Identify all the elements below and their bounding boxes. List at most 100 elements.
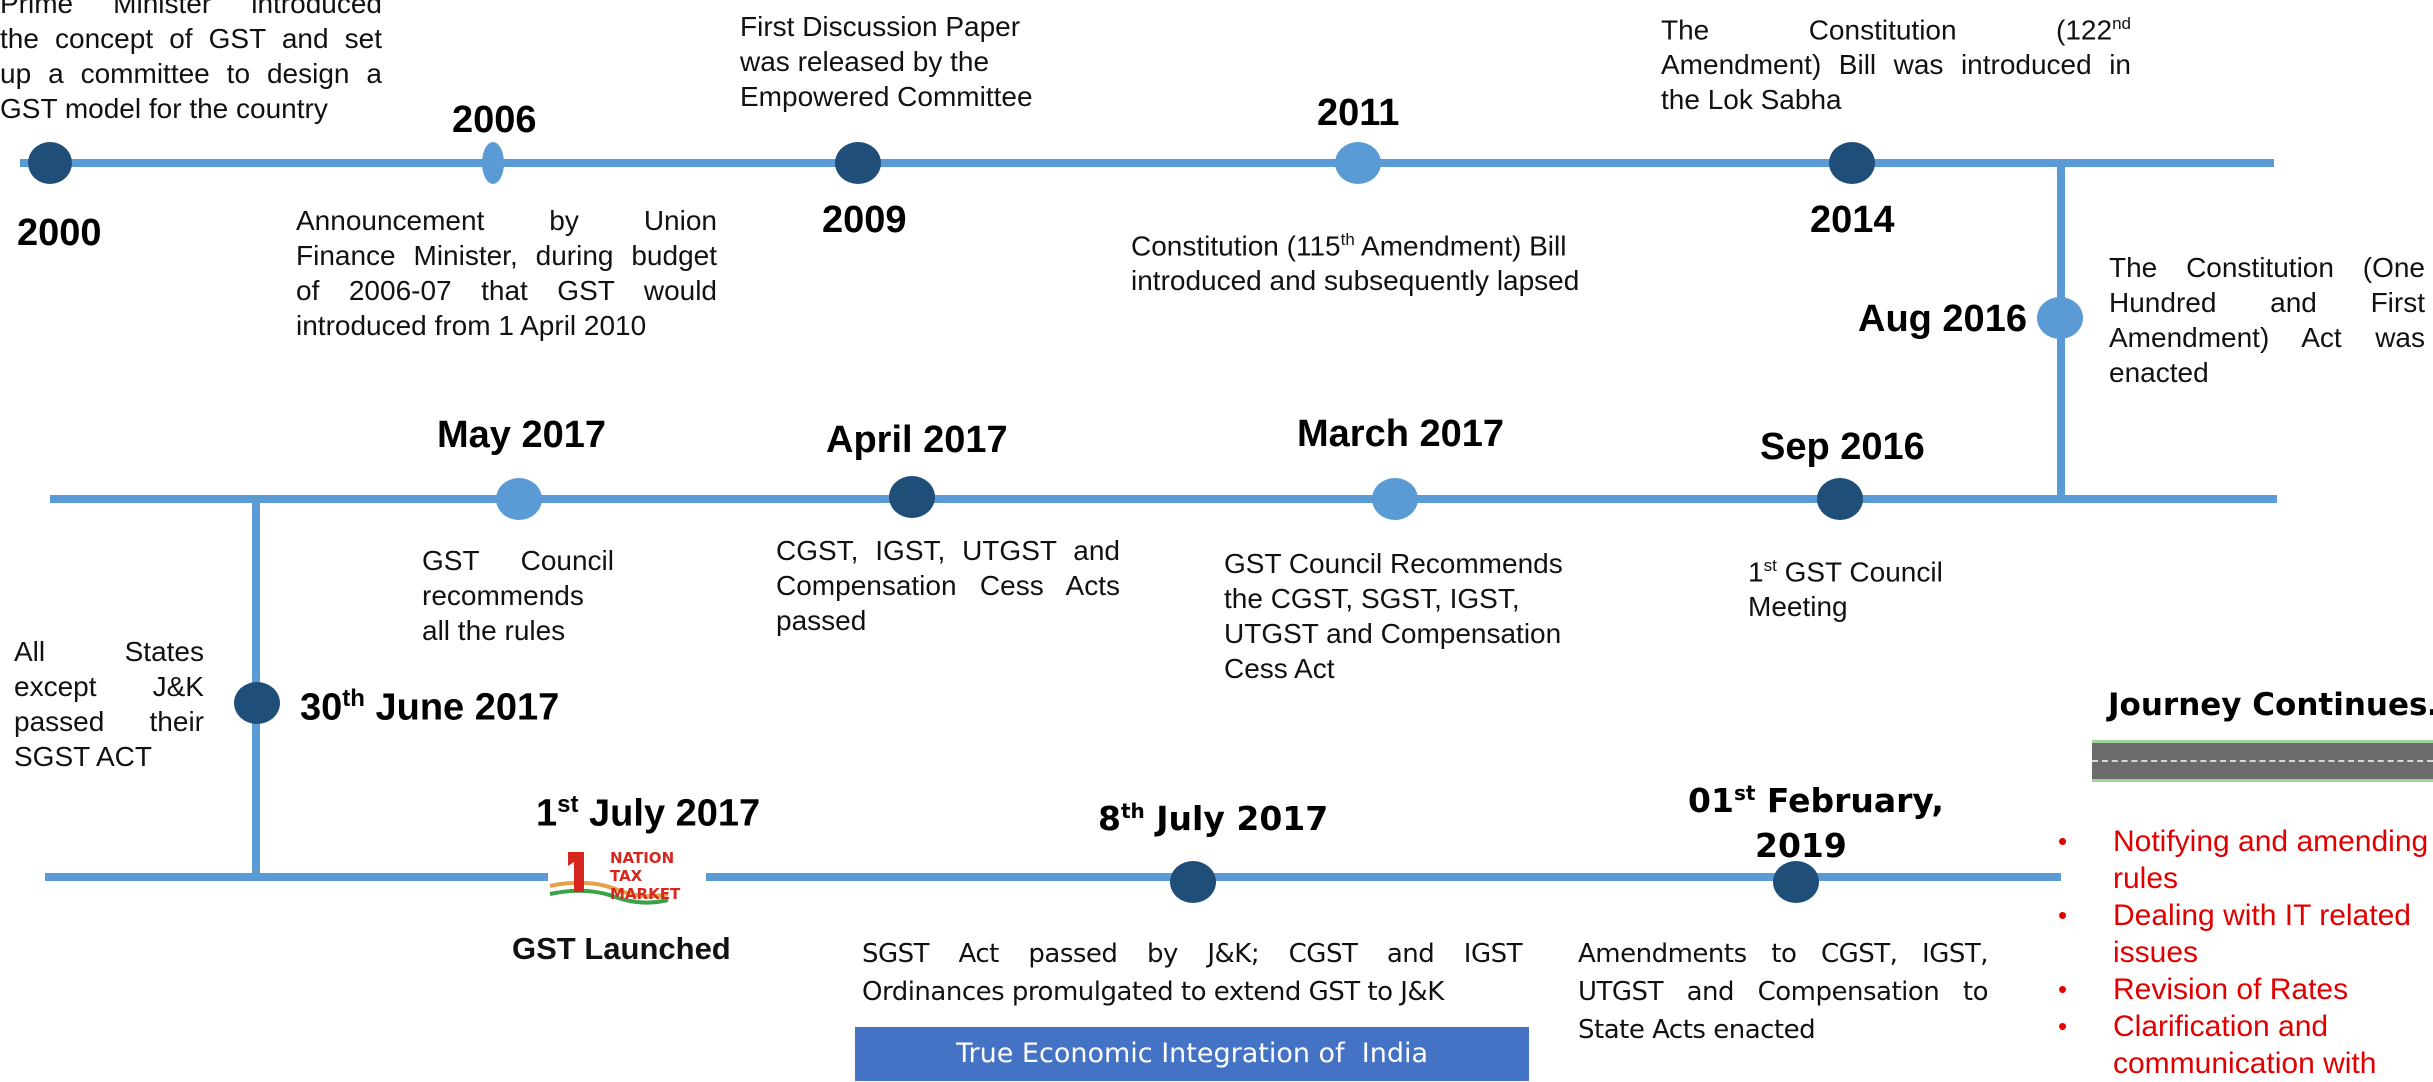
- node-aug-2016: [2037, 297, 2083, 339]
- journey-list: Notifying and amending rules Dealing wit…: [2046, 823, 2433, 1082]
- year-march-2017: March 2017: [1297, 413, 1505, 455]
- year-1-july-2017: 1st July 2017: [536, 791, 761, 835]
- journey-list-item-continued: issues: [2113, 936, 2199, 969]
- logo-graphic: [549, 852, 669, 905]
- node-march-2017: [1372, 478, 1418, 520]
- event-may-2017-line: recommends: [422, 580, 584, 611]
- node-2011: [1335, 142, 1381, 184]
- node-2014: [1829, 142, 1875, 184]
- event-aug-2016-line: Hundred and First: [2109, 287, 2425, 318]
- event-may-2017-description: GST Council recommends all the rules: [422, 543, 614, 648]
- event-30-june-2017-line: except J&K: [14, 671, 204, 702]
- event-2009-line: was released by the: [740, 46, 990, 77]
- event-30-june-2017-line: All States: [14, 636, 204, 667]
- event-30-june-2017-description: All States except J&K passed their SGST …: [14, 634, 204, 774]
- event-2014-description: The Constitution (122nd Amendment) Bill …: [1661, 6, 2131, 117]
- event-march-2017-line: UTGST and Compensation: [1224, 618, 1562, 649]
- year-feb-2019: 01st February,: [1688, 781, 1944, 820]
- event-sep-2016-description: 1st GST Council Meeting: [1748, 548, 2008, 624]
- node-2000: [28, 142, 72, 184]
- superscript: nd: [2112, 14, 2131, 33]
- node-8-july-2017: [1170, 861, 1216, 903]
- timeline-row1-line: [20, 159, 2274, 167]
- node-april-2017: [889, 476, 935, 518]
- event-2014-line: The Constitution (122nd: [1661, 14, 2131, 46]
- journey-list-item: Dealing with IT related: [2046, 897, 2433, 934]
- node-30-june-2017: [234, 682, 280, 724]
- event-april-2017-line: passed: [776, 605, 867, 636]
- year-8-july-2017: 8th July 2017: [1098, 799, 1329, 838]
- event-8-july-2017-line: SGST Act passed by J&K; CGST and IGST: [862, 939, 1523, 969]
- year-may-2017: May 2017: [437, 414, 607, 456]
- event-april-2017-description: CGST, IGST, UTGST and Compensation Cess …: [776, 533, 1120, 638]
- event-2000-description: Prime Minister introduced the concept of…: [0, 0, 382, 126]
- year-30-june-2017: 30th June 2017: [300, 685, 560, 729]
- event-aug-2016-description: The Constitution (One Hundred and First …: [2109, 250, 2425, 390]
- node-2009: [835, 142, 881, 184]
- year-2009: 2009: [822, 199, 907, 241]
- journey-list-item: Notifying and amending: [2046, 823, 2433, 860]
- year-2011: 2011: [1317, 92, 1400, 134]
- event-30-june-2017-line: passed their: [14, 706, 204, 737]
- event-2009-description: First Discussion Paper was released by t…: [740, 9, 1100, 114]
- event-2014-line: the Lok Sabha: [1661, 84, 1842, 116]
- event-2009-line: Empowered Committee: [740, 81, 1033, 112]
- true-economic-integration-banner: True Economic Integration of India: [855, 1027, 1529, 1081]
- one-nation-tax-market-logo: NATION TAX MARKET: [548, 848, 706, 908]
- event-2000-line: up a committee to design a: [0, 58, 382, 89]
- event-2009-line: First Discussion Paper: [740, 11, 1021, 42]
- superscript: th: [1120, 799, 1145, 823]
- journey-list-item-continued: communication with: [2113, 1047, 2377, 1080]
- year-2006: 2006: [452, 99, 537, 141]
- event-2006-line: of 2006-07 that GST would: [296, 275, 717, 306]
- event-2006-description: Announcement by Union Finance Minister, …: [296, 203, 717, 343]
- event-2006-line: Finance Minister, during budget: [296, 240, 717, 271]
- event-2000-line: Prime Minister introduced: [0, 0, 382, 19]
- event-feb-2019-line: Amendments to CGST, IGST,: [1578, 939, 1989, 969]
- node-sep-2016: [1817, 478, 1863, 520]
- year-sep-2016: Sep 2016: [1760, 426, 1925, 468]
- superscript: st: [1733, 781, 1756, 805]
- event-sep-2016-line: Meeting: [1748, 591, 1848, 623]
- journey-continues-title: Journey Continues…: [2108, 687, 2433, 723]
- road-lane-marking: [2092, 760, 2433, 764]
- event-feb-2019-line: UTGST and Compensation to: [1578, 977, 1989, 1007]
- node-2006: [482, 142, 504, 184]
- gst-launched-caption: GST Launched: [512, 931, 731, 966]
- superscript: th: [1340, 230, 1355, 249]
- event-sep-2016-line: 1st GST Council: [1748, 556, 1943, 588]
- logo-text-line3: MARKET: [610, 885, 681, 903]
- event-2000-line: the concept of GST and set: [0, 23, 382, 54]
- event-8-july-2017-description: SGST Act passed by J&K; CGST and IGST Or…: [862, 935, 1523, 1011]
- node-may-2017: [496, 478, 542, 520]
- logo-text-line1: NATION: [610, 849, 675, 867]
- timeline-row3-line: [45, 873, 2061, 881]
- year-2014: 2014: [1810, 199, 1895, 241]
- journey-list-item: Clarification and: [2046, 1008, 2433, 1045]
- event-march-2017-description: GST Council Recommends the CGST, SGST, I…: [1224, 546, 1604, 686]
- journey-list-item-continued: rules: [2113, 862, 2179, 895]
- event-march-2017-line: Cess Act: [1224, 653, 1335, 684]
- superscript: th: [342, 685, 365, 712]
- road-image: [2092, 740, 2433, 782]
- node-feb-2019: [1773, 861, 1819, 903]
- event-2011-description: Constitution (115th Amendment) Bill intr…: [1131, 222, 1651, 298]
- event-feb-2019-description: Amendments to CGST, IGST, UTGST and Comp…: [1578, 935, 1989, 1049]
- event-april-2017-line: CGST, IGST, UTGST and: [776, 535, 1120, 566]
- year-2000: 2000: [17, 212, 102, 254]
- event-2006-line: Announcement by Union: [296, 205, 717, 236]
- event-2014-line: Amendment) Bill was introduced in: [1661, 49, 2131, 81]
- event-march-2017-line: GST Council Recommends: [1224, 548, 1563, 579]
- journey-list-container: Notifying and amending rules Dealing wit…: [2046, 823, 2433, 1082]
- logo-text-line2: TAX: [610, 867, 643, 885]
- event-may-2017-line: GST Council: [422, 545, 614, 576]
- event-2011-line: Constitution (115th Amendment) Bill: [1131, 230, 1567, 262]
- event-2011-line: introduced and subsequently lapsed: [1131, 265, 1580, 297]
- superscript: st: [557, 791, 579, 818]
- event-feb-2019-line: State Acts enacted: [1578, 1015, 1816, 1045]
- event-aug-2016-line: enacted: [2109, 357, 2209, 388]
- event-aug-2016-line: Amendment) Act was: [2109, 322, 2425, 353]
- year-aug-2016: Aug 2016: [1858, 298, 2027, 340]
- event-8-july-2017-line: Ordinances promulgated to extend GST to …: [862, 977, 1444, 1007]
- event-2000-line: GST model for the country: [0, 93, 328, 124]
